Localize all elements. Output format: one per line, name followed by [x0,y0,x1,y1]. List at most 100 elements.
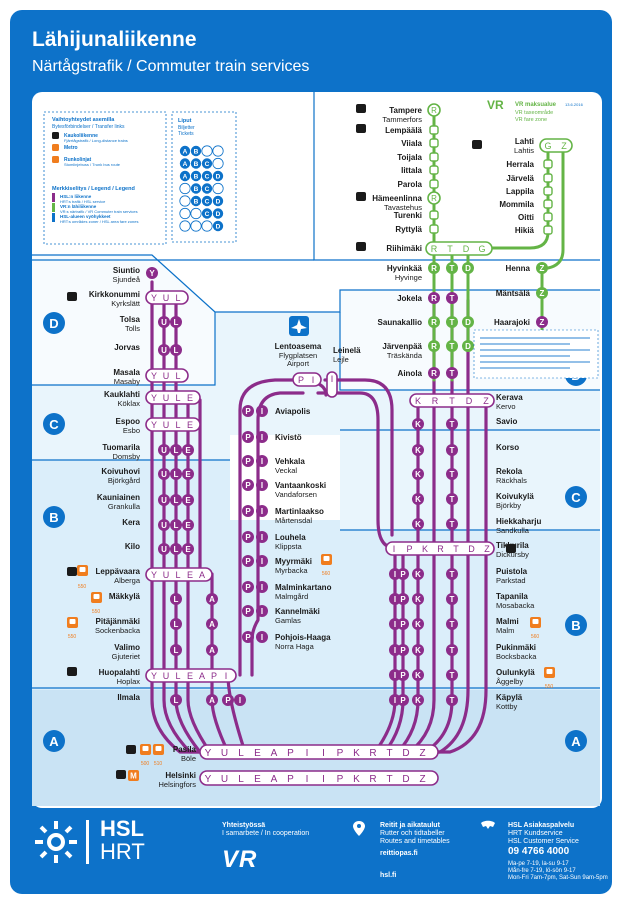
legend-swatch [52,193,55,202]
station-kannelmki-stop-p [242,605,254,617]
station-tuomarila-stop-U-label: U [161,446,167,455]
zone-a-label: A [571,734,581,749]
bus-number-makkyla: 550 [92,609,101,615]
trunk-bus-icon-window [155,746,162,751]
ticket-zone-label: B [194,186,199,193]
station-tolsa-stop-U-label: U [161,318,167,327]
station-kerava-line-K: K [415,396,421,406]
station-kirkkonummi-line-Y: Y [151,293,157,303]
legend-transfers-sub: Bytesförbindelser / Transfer links [52,124,125,130]
station-kauklahti-badge [145,390,201,405]
station-riihimki-line-G: G [478,244,485,254]
trunk-bus-icon-window [93,594,100,599]
station-korso-stop-T [446,444,458,456]
legend-item-label: VR:n lähiliikenne [60,204,97,209]
station-kpyl-stop-P-label: P [400,696,406,705]
station-savio-stop-T-label: T [450,420,455,429]
station-puistola-stop-P [397,568,409,580]
station-tuomarila-stop-U [158,444,170,456]
station-malmi-stop-T [446,618,458,630]
station-tolsa-stop-L [170,316,182,328]
station-lappila-stop [543,186,553,196]
footer-service-sv: HRT Kundservice [508,830,563,837]
footer-phone[interactable]: 09 4766 4000 [508,846,570,857]
station-jokela-stop-R [428,292,440,304]
station-huopalahti-line-I: I [225,671,228,681]
legend-swatch [52,203,55,212]
station-helsinki-line-D: D [402,774,409,785]
track-line-p-east [323,378,394,537]
footer-url-reittiopas[interactable]: reittiopas.fi [380,850,418,857]
station-kerava-line-D: D [466,396,473,406]
station-riihimki-line-D: D [463,244,470,254]
station-koivuhovi-stop-E-label: E [185,470,191,479]
station-leinela-name: Leinelä [333,346,361,355]
footer-hours-fi: Ma-pe 7-19, la-su 9-17 [508,861,569,867]
station-jokela-stop-T-label: T [450,294,455,303]
station-kirkkonummi-line-U: U [163,293,170,303]
station-kera-stop-E-label: E [185,521,191,530]
tickets-title: Liput [178,118,192,124]
zone-c-marker [43,413,65,435]
ticket-zone-dot [190,158,202,169]
station-vehkala-stop-p-label: P [245,457,251,466]
legend-item-label: HSL-alueen vyöhykkeet [60,214,111,219]
station-pasila-line-I: I [322,748,325,759]
station-mkkyl-stop-A [206,593,218,605]
station-hyvink-stop-T-label: T [450,264,455,273]
station-pasila-line-I: I [306,748,309,759]
station-ilmala-stop-A-label: A [209,696,215,705]
station-hmeenlinna-stop-label: R [431,194,437,203]
zone-boundary-line [32,312,216,386]
footer-partner-sv: I samarbete / In cooperation [222,830,310,837]
station-saunakallio-stop-R-label: R [431,318,437,327]
trunk-bus-icon-window [79,567,86,572]
station-saunakallio-name: Saunakallio [378,318,423,327]
station-kivist-stop-i [256,431,268,443]
station-aviapolis-stop-p-label: P [245,407,251,416]
trunk-bus-icon-window [546,669,553,674]
station-helsinki-name: Helsinki [165,771,196,780]
station-ilmala-stop-P [222,694,234,706]
long-distance-train-icon [67,292,77,301]
ticket-zone-dot [212,208,224,219]
station-ainola-name: Ainola [398,369,423,378]
station-koivukyl-stop-T [446,493,458,505]
station-korso-stop-K-label: K [415,446,421,455]
station-iittala-name: Iittala [401,166,422,175]
station-rekola-stop-K-label: K [415,470,421,479]
station-espoo-name-sv: Esbo [123,426,140,435]
station-malminkartano-stop-p [242,581,254,593]
station-parola-name: Parola [398,180,423,189]
station-leinela-badge [326,371,338,398]
ticket-zone-dot [179,207,191,220]
station-pohjoishaaga-stop-p-label: P [245,633,251,642]
station-koivukyl-name-sv: Björkby [496,501,521,510]
station-ryttyl-name: Ryttylä [395,225,422,234]
station-myyrmki-name: Myyrmäki [275,557,312,566]
station-kauniainen-stop-E [182,494,194,506]
station-espoo-line-L: L [175,420,180,430]
ticket-zone-label: A [183,149,188,156]
station-pasila-name: Pasila [173,745,197,754]
station-koivukyl-stop-K [412,493,424,505]
logo-hrt-text: HRT [100,839,145,864]
footer-service: HSL Asiakaspalvelu [508,822,575,829]
station-korso-stop-T-label: T [450,446,455,455]
station-siuntio-name-sv: Sjundeå [112,275,140,284]
station-leinela-line-i: I [331,374,334,384]
legend-transfer-label: Runkolinjat [64,157,92,163]
station-kannelmki-stop-i-label: I [261,607,263,616]
station-savio-stop-K-label: K [415,420,421,429]
station-espoo-line-E: E [187,420,193,430]
station-tikkurila-line-K: K [422,544,428,554]
station-louhela-stop-p [242,531,254,543]
station-malminkartano-stop-i-label: I [261,583,263,592]
station-hyvink-stop-T [446,262,458,274]
station-puistola-stop-T-label: T [450,570,455,579]
station-leppvaara-line-L: L [175,570,180,580]
footer-url-hsl[interactable]: hsl.fi [380,872,397,879]
station-pukinmki-name: Pukinmäki [496,643,536,652]
vr-zone-line: VR fare zone [515,117,547,123]
station-hiekkaharju-stop-T [446,518,458,530]
